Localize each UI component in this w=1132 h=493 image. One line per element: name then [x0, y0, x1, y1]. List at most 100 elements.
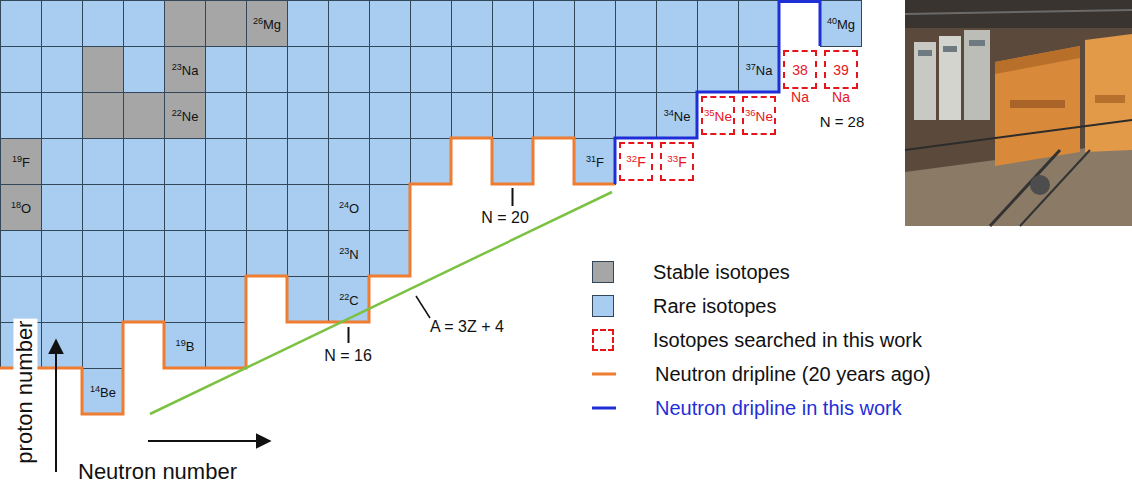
legend-entry: Neutron dripline (20 years ago) [592, 361, 931, 387]
isotope-name: 36Ne [745, 108, 773, 123]
isotope-cell [698, 47, 739, 93]
isotope-cell [83, 369, 124, 415]
isotope-name: 32F [626, 154, 645, 169]
isotope-cell [534, 1, 575, 47]
isotope-cell [165, 231, 206, 277]
legend-swatch [592, 261, 614, 283]
isotope-cell [575, 47, 616, 93]
a-3z-4-line [150, 192, 612, 414]
isotope-name: 38 [792, 63, 808, 77]
isotope-cell [288, 1, 329, 47]
isotope-name: 19F [12, 155, 30, 169]
isotope-cell [370, 231, 411, 277]
isotope-cell [165, 1, 206, 47]
facility-photo [905, 0, 1132, 226]
legend-entry: Stable isotopes [592, 259, 790, 285]
legend-line-sample [592, 397, 616, 419]
isotope-cell [83, 139, 124, 185]
isotope-cell [83, 93, 124, 139]
isotope-cell [124, 47, 165, 93]
isotope-cell [370, 93, 411, 139]
searched-isotope-box: 38Na [783, 50, 817, 89]
isotope-cell [206, 1, 247, 47]
isotope-cell [1, 139, 42, 185]
isotope-cell [370, 47, 411, 93]
stable-isotope-cell: 23Na [164, 46, 206, 93]
isotope-cell [411, 93, 452, 139]
isotope-cell [165, 47, 206, 93]
isotope-name: 39 [833, 63, 849, 77]
isotope-cell [288, 231, 329, 277]
isotope-cell [657, 47, 698, 93]
isotope-cell [534, 93, 575, 139]
isotope-cell [42, 323, 83, 369]
isotope-cell [42, 47, 83, 93]
isotope-cell [370, 1, 411, 47]
isotope-name: 24O [339, 201, 359, 215]
line-label: A = 3Z + 4 [430, 318, 504, 336]
isotope-cell [124, 231, 165, 277]
isotope-cell [575, 1, 616, 47]
isotope-cell [370, 185, 411, 231]
new-dripline [615, 2, 820, 185]
rare-isotope-cell: 19B [164, 322, 206, 369]
isotope-name: 22Ne [172, 109, 199, 123]
isotope-cell [1, 277, 42, 323]
legend-text: Rare isotopes [653, 296, 776, 316]
axis-arrow [148, 440, 270, 442]
isotope-name: 26Mg [253, 17, 281, 31]
isotope-name: 23Na [172, 63, 199, 77]
isotope-name: 19B [176, 339, 195, 353]
legend-entry: Isotopes searched in this work [592, 327, 922, 353]
isotope-cell [493, 93, 534, 139]
element-symbol: Na [791, 90, 809, 104]
isotope-cell [83, 323, 124, 369]
magic-number-label: N = 16 [324, 347, 372, 365]
isotope-name: 22C [339, 293, 359, 307]
isotope-cell [206, 139, 247, 185]
axis-title: Neutron number [78, 460, 237, 484]
isotope-cell [493, 139, 534, 185]
isotope-cell [42, 185, 83, 231]
isotope-name: 14Be [90, 385, 116, 399]
isotope-name: 31F [586, 155, 604, 169]
isotope-cell [83, 1, 124, 47]
isotope-cell [288, 277, 329, 323]
isotope-cell [288, 93, 329, 139]
isotope-cell [329, 185, 370, 231]
isotope-cell [247, 231, 288, 277]
isotope-cell [534, 47, 575, 93]
isotope-cell [247, 1, 288, 47]
isotope-cell [698, 1, 739, 47]
isotope-cell [247, 139, 288, 185]
isotope-cell [616, 47, 657, 93]
isotope-cell [206, 323, 247, 369]
leader-line [416, 296, 430, 318]
isotope-cell [83, 93, 124, 139]
isotope-cell [329, 277, 370, 323]
isotope-cell [42, 139, 83, 185]
rare-isotope-cell: 23N [328, 230, 370, 277]
isotope-cell [821, 1, 862, 47]
isotope-cell [83, 231, 124, 277]
old-dripline [0, 138, 615, 414]
stable-isotope-cell: 19F [0, 138, 42, 185]
isotope-cell [288, 139, 329, 185]
isotope-cell [124, 93, 165, 139]
isotope-cell [165, 323, 206, 369]
isotope-cell [411, 1, 452, 47]
legend-text: Neutron dripline in this work [655, 398, 902, 418]
isotope-cell [1, 1, 42, 47]
rare-isotope-cell: 34Ne [656, 92, 698, 139]
isotope-cell [165, 277, 206, 323]
isotope-cell [83, 47, 124, 93]
isotope-cell [370, 139, 411, 185]
isotope-cell [247, 185, 288, 231]
searched-isotope-box: 36Ne [742, 96, 776, 135]
legend-text: Neutron dripline (20 years ago) [655, 364, 931, 384]
isotope-cell [329, 47, 370, 93]
isotope-cell [42, 277, 83, 323]
n20-tick [512, 188, 514, 206]
isotope-name: 40Mg [827, 17, 855, 31]
legend-dashed-box [592, 329, 614, 351]
